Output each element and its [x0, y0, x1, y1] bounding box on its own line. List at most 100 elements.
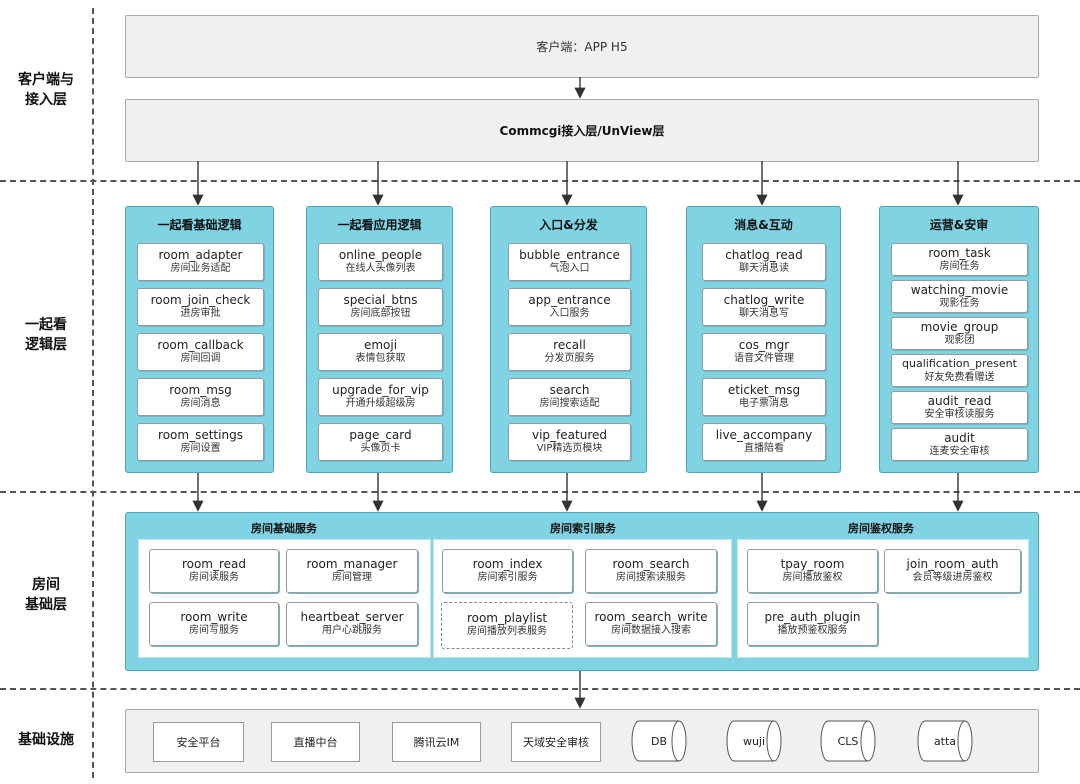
room-section-title: 房间鉴权服务 [848, 522, 914, 535]
logic-group-title: 入口&分发 [539, 218, 598, 232]
card-desc: 电子票消息 [739, 398, 789, 409]
card-name: room_adapter [158, 248, 243, 262]
layer-label-client: 客户端与 接入层 [18, 72, 74, 108]
layer-separator-2 [0, 491, 1080, 493]
infra-box: 腾讯云IM [392, 722, 481, 762]
storage-cylinder: atta [917, 720, 973, 762]
card-desc: 表情包获取 [355, 353, 406, 364]
layer-label-room: 房间 基础层 [25, 577, 67, 613]
card-desc: 聊天消息写 [739, 308, 789, 319]
storage-cylinder: wuji [726, 720, 782, 762]
cylinder-icon [631, 720, 687, 762]
storage-cylinder: CLS [820, 720, 876, 762]
card-desc: 观影任务 [939, 298, 980, 309]
card-name: chatlog_write [723, 293, 805, 307]
card-desc: 直播陪看 [744, 443, 784, 454]
card-desc: 房间索引服务 [477, 572, 538, 583]
cylinder-icon [820, 720, 876, 762]
card-desc: 房间写服务 [189, 625, 239, 636]
card-desc: 分发页服务 [544, 353, 595, 364]
card-desc: 房间管理 [332, 572, 372, 583]
card-desc: 用户心跳服务 [322, 625, 382, 636]
storage-label: CLS [837, 734, 859, 748]
cylinder-icon [726, 720, 782, 762]
card-name: eticket_msg [727, 383, 801, 397]
card-desc: 气泡入口 [549, 263, 590, 274]
card-name: live_accompany [715, 428, 813, 442]
card-name: room_task [928, 246, 991, 260]
client-box: 客户端：APP H5 [125, 15, 1039, 78]
card-name: watching_movie [910, 283, 1009, 297]
layer-separator-1 [0, 180, 1080, 182]
room-section-title: 房间基础服务 [251, 522, 317, 535]
cylinder-icon [917, 720, 973, 762]
card-name: vip_featured [532, 428, 607, 442]
card-name: join_room_auth [906, 557, 999, 571]
logic-group-title: 一起看应用逻辑 [337, 218, 422, 232]
storage-label: atta [933, 734, 957, 748]
card-desc: 房间搜索读服务 [616, 572, 686, 583]
card-desc: 进房审批 [180, 308, 221, 319]
infra-box: 天域安全审核 [511, 722, 601, 762]
card-desc: 房间消息 [180, 398, 221, 409]
card-name: room_manager [306, 557, 398, 571]
card-name: emoji [363, 338, 398, 352]
card-name: audit [944, 431, 975, 445]
card-name: bubble_entrance [519, 248, 620, 262]
storage-label: DB [650, 734, 668, 748]
card-name: audit_read [927, 394, 992, 408]
card-name: recall [553, 338, 586, 352]
card-name: chatlog_read [725, 248, 803, 262]
client-box-label: 客户端：APP H5 [536, 40, 628, 54]
card-desc: 会员等级进房鉴权 [912, 572, 993, 583]
card-desc: 房间读服务 [189, 572, 239, 583]
card-desc: 聊天消息读 [739, 263, 789, 274]
card-name: special_btns [343, 293, 418, 307]
card-name: movie_group [920, 320, 999, 334]
card-name: online_people [338, 248, 423, 262]
card-desc: VIP精选页模块 [536, 443, 603, 454]
card-name: room_msg [169, 383, 232, 397]
card-name: room_search_write [594, 610, 708, 624]
card-name: tpay_room [780, 557, 845, 571]
card-name: room_playlist [466, 611, 548, 625]
infra-box-label: 安全平台 [176, 736, 221, 749]
card-name: room_index [472, 557, 543, 571]
infra-box: 直播中台 [271, 722, 360, 762]
infra-box-label: 腾讯云IM [413, 736, 460, 749]
layer-separator-3 [0, 688, 1080, 690]
card-desc: 房间底部按钮 [350, 308, 411, 319]
card-desc: 房间搜索适配 [539, 398, 600, 409]
card-name: room_callback [157, 338, 244, 352]
